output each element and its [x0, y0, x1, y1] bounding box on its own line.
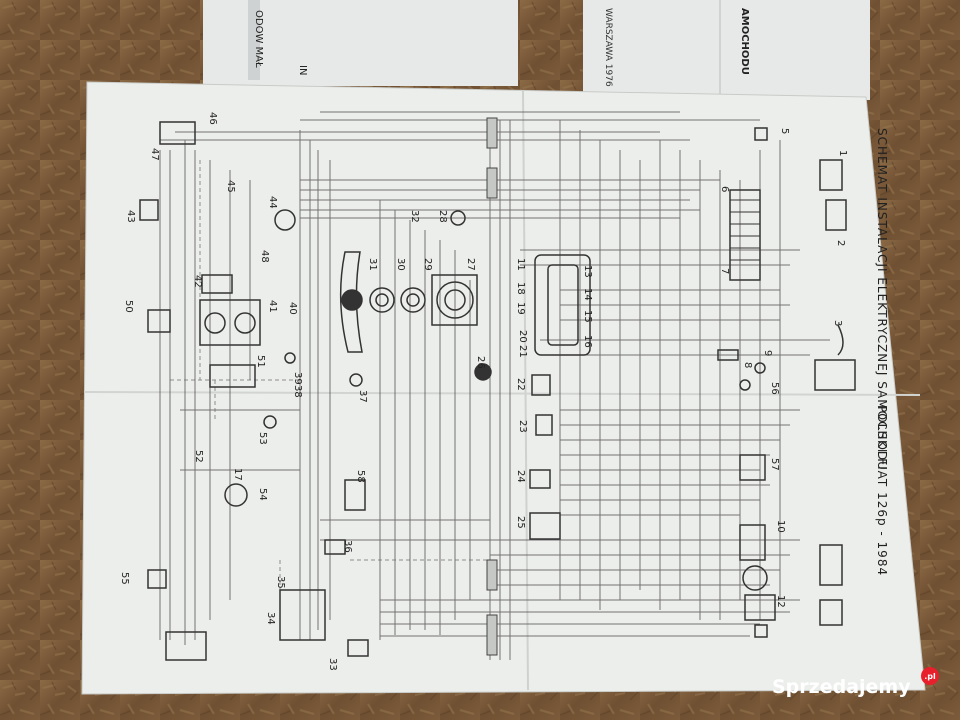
component-label: 39 [292, 372, 303, 385]
component-label: 6 [719, 186, 730, 192]
component-label: 33 [327, 658, 338, 671]
wiring-diagram-sheet: SCHEMAT INSTALACJI ELEKTRYCZNEJ SAMOCHOD… [81, 81, 926, 695]
component-label: 28 [437, 210, 448, 223]
component-label: 3 [832, 320, 843, 326]
watermark-text: Sprzedajemy [772, 676, 911, 698]
component-label: 12 [775, 595, 786, 608]
component-label: 58 [355, 470, 366, 483]
component-label: 15 [582, 310, 593, 323]
component-label: 16 [582, 335, 593, 348]
component-label: 18 [515, 282, 526, 295]
diagram-title-line-1: SCHEMAT INSTALACJI ELEKTRYCZNEJ SAMOCHOD… [875, 128, 889, 471]
component-label: 9 [762, 350, 773, 356]
component-label: 24 [515, 470, 526, 483]
component-label: 19 [515, 302, 526, 315]
component-label: 52 [193, 450, 204, 463]
component-label: 43 [125, 210, 136, 223]
component-label: 27 [465, 258, 476, 271]
component-label: 55 [119, 572, 130, 585]
component-label: 8 [742, 362, 753, 368]
watermark-dot-icon [921, 667, 939, 685]
component-label: 44 [267, 196, 278, 209]
component-label: 38 [292, 385, 303, 398]
watermark-suffix: .pl [924, 672, 936, 681]
component-label: 47 [149, 148, 160, 161]
component-label: 20 [517, 330, 528, 343]
component-label: 25 [515, 516, 526, 529]
component-label: 40 [287, 302, 298, 315]
component-label: 2 [835, 240, 846, 246]
component-label: 41 [267, 300, 278, 313]
component-label: 53 [257, 432, 268, 445]
component-label: 36 [342, 540, 353, 553]
component-label: 14 [582, 288, 593, 301]
component-label: 22 [515, 378, 526, 391]
component-label: 30 [395, 258, 406, 271]
component-label: 23 [517, 420, 528, 433]
component-label: 37 [357, 390, 368, 403]
component-label: 50 [123, 300, 134, 313]
doc-right-imprint: WARSZAWA 1976 [603, 8, 613, 87]
component-number-labels: 1 2 3 5 6 7 8 9 10 11 12 13 14 15 16 17 … [119, 112, 848, 671]
component-label: 11 [515, 258, 526, 271]
component-label: 54 [257, 488, 268, 501]
component-label: 17 [232, 468, 243, 481]
component-label: 57 [769, 458, 780, 471]
watermark: Sprzedajemy .pl [772, 667, 939, 698]
component-label: 51 [255, 355, 266, 368]
doc-left-text-1: ODOW MAŁ [253, 10, 264, 68]
component-label: 45 [225, 180, 236, 193]
component-label: 29 [422, 258, 433, 271]
component-label: 7 [719, 268, 730, 274]
component-label: 32 [409, 210, 420, 223]
component-label: 26 [475, 356, 486, 369]
component-label: 46 [207, 112, 218, 125]
component-label: 1 [837, 150, 848, 156]
component-label: 48 [259, 250, 270, 263]
background-document-left: ODOW MAŁ IN [203, 0, 518, 86]
doc-left-text-2: IN [297, 65, 308, 75]
component-label: 31 [367, 258, 378, 271]
component-label: 10 [775, 520, 786, 533]
background-document-right: WARSZAWA 1976 AMOCHODU [583, 0, 870, 100]
wire-bundles [159, 111, 830, 660]
component-label: 34 [265, 612, 276, 625]
component-label: 56 [769, 382, 780, 395]
diagram-title-line-2: POLSKI FIAT 126p - 1984 [875, 405, 889, 576]
component-label: 35 [275, 576, 286, 589]
component-label: 42 [192, 275, 203, 288]
doc-right-title: AMOCHODU [739, 8, 750, 75]
component-label: 21 [517, 345, 528, 358]
component-label: 5 [779, 128, 790, 134]
component-label: 13 [582, 265, 593, 278]
